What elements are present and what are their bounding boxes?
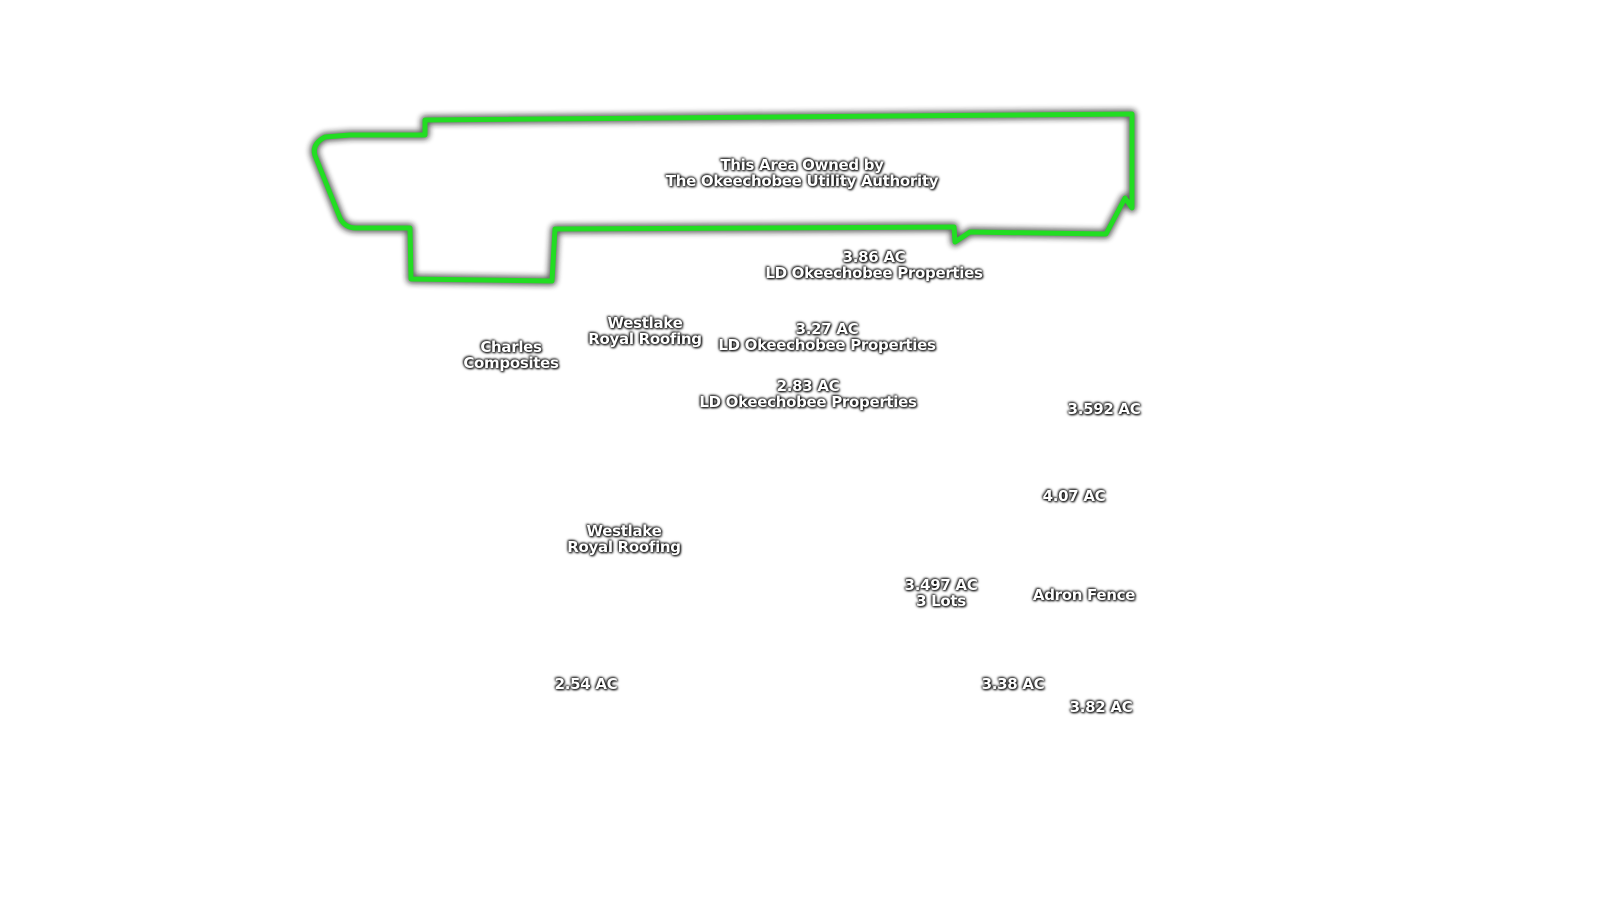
parcel-label-3592: 3.592 AC bbox=[1068, 401, 1141, 417]
tenant-name: Adron Fence bbox=[1032, 586, 1136, 604]
parcel-owner: LD Okeechobee Properties bbox=[765, 264, 983, 282]
utility-label-line1: This Area Owned by bbox=[720, 156, 884, 174]
boundary-shadow bbox=[309, 109, 1137, 286]
charles-composites-label: Charles Composites bbox=[463, 338, 559, 372]
boundary-line bbox=[311, 111, 1135, 284]
parcel-label-3497: 3.497 AC 3 Lots bbox=[905, 577, 978, 609]
parcel-acreage: 2.83 AC bbox=[776, 377, 840, 395]
parcel-owner: LD Okeechobee Properties bbox=[718, 336, 936, 354]
parcel-label-327: 3.27 AC LD Okeechobee Properties bbox=[718, 320, 936, 354]
parcel-acreage: 3.27 AC bbox=[795, 320, 859, 338]
tenant-name-line2: Royal Roofing bbox=[567, 538, 681, 556]
utility-label-line2: The Okeechobee Utility Authority bbox=[665, 172, 939, 190]
parcel-label-283: 2.83 AC LD Okeechobee Properties bbox=[699, 377, 917, 411]
parcel-label-254: 2.54 AC bbox=[555, 676, 618, 692]
tenant-name-line2: Royal Roofing bbox=[588, 330, 702, 348]
westlake-south-label: Westlake Royal Roofing bbox=[567, 522, 681, 556]
parcel-owner: LD Okeechobee Properties bbox=[699, 393, 917, 411]
parcel-label-382: 3.82 AC bbox=[1070, 699, 1133, 715]
tenant-name-line2: Composites bbox=[463, 354, 559, 372]
tenant-name-line1: Charles bbox=[480, 338, 542, 356]
westlake-north-label: Westlake Royal Roofing bbox=[588, 314, 702, 348]
parcel-acreage: 3.38 AC bbox=[981, 675, 1045, 693]
tenant-name-line1: Westlake bbox=[586, 522, 662, 540]
parcel-label-386: 3.86 AC LD Okeechobee Properties bbox=[765, 248, 983, 282]
parcel-acreage: 4.07 AC bbox=[1042, 487, 1106, 505]
parcel-acreage: 2.54 AC bbox=[554, 675, 618, 693]
utility-authority-label: This Area Owned by The Okeechobee Utilit… bbox=[665, 156, 939, 190]
parcel-lots: 3 Lots bbox=[916, 592, 966, 610]
parcel-acreage: 3.86 AC bbox=[842, 248, 906, 266]
tenant-name-line1: Westlake bbox=[607, 314, 683, 332]
adron-fence-label: Adron Fence bbox=[1032, 586, 1136, 604]
parcel-acreage: 3.497 AC bbox=[904, 576, 978, 594]
parcel-acreage: 3.592 AC bbox=[1067, 400, 1141, 418]
parcel-label-407: 4.07 AC bbox=[1043, 488, 1106, 504]
parcel-acreage: 3.82 AC bbox=[1069, 698, 1133, 716]
parcel-label-338: 3.38 AC bbox=[982, 676, 1045, 692]
